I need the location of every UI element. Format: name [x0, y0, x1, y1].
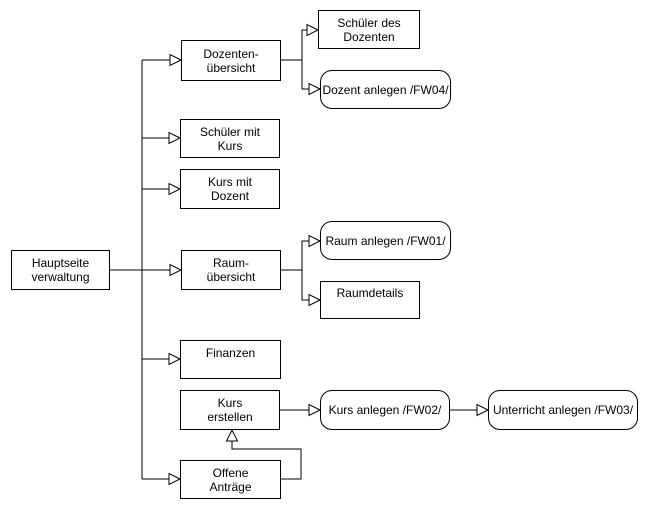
- arrowhead-icon: [169, 53, 183, 67]
- node-dozent-anlegen: Dozent anlegen /FW04/: [320, 70, 451, 109]
- edge-hauptseite-to-offene-antraege: [142, 472, 182, 486]
- node-raum-uebersicht: Raum- übersicht: [181, 250, 281, 290]
- node-finanzen: Finanzen: [180, 340, 281, 379]
- edge-hauptseite-to-dozenten-uebersicht: [142, 53, 183, 67]
- edge-raum-to-raum-anlegen: [281, 234, 322, 271]
- edge-raum-to-raumdetails: [281, 269, 322, 307]
- node-raum-anlegen: Raum anlegen /FW01/: [320, 221, 451, 260]
- edge-kurs-erstellen-to-kurs-anlegen: [280, 403, 322, 417]
- arrowhead-icon: [168, 472, 182, 486]
- node-schueler-des-dozenten: Schüler des Dozenten: [318, 10, 420, 49]
- node-hauptseite-verwaltung: Hauptseite verwaltung: [11, 250, 110, 290]
- edge-offene-antraege-to-kurs-erstellen: [225, 428, 302, 480]
- edge-hauptseite-to-kurs-mit-dozent: [142, 182, 182, 196]
- node-kurs-anlegen: Kurs anlegen /FW02/: [320, 390, 450, 430]
- arrowhead-icon: [308, 293, 322, 307]
- arrowhead-icon: [168, 352, 182, 366]
- arrowhead-icon: [169, 263, 183, 277]
- node-offene-antraege: Offene Anträge: [180, 460, 281, 499]
- arrowhead-icon: [308, 82, 322, 96]
- node-kurs-mit-dozent: Kurs mit Dozent: [180, 169, 280, 209]
- edge-dozenten-to-dozent-anlegen: [281, 59, 322, 96]
- arrowhead-up-icon: [225, 428, 239, 442]
- arrowhead-icon: [308, 403, 322, 417]
- node-raumdetails: Raumdetails: [320, 281, 420, 319]
- node-schueler-mit-kurs: Schüler mit Kurs: [180, 119, 280, 158]
- edge-kurs-anlegen-to-unterricht-anlegen: [450, 403, 490, 417]
- arrowhead-icon: [476, 403, 490, 417]
- arrowhead-icon: [168, 182, 182, 196]
- edge-hauptseite-to-raum-uebersicht: [110, 263, 183, 277]
- node-dozenten-uebersicht: Dozenten- übersicht: [181, 40, 281, 81]
- node-unterricht-anlegen: Unterricht anlegen /FW03/: [488, 390, 638, 430]
- arrowhead-icon: [306, 23, 320, 37]
- node-kurs-erstellen: Kurs erstellen: [180, 390, 280, 430]
- arrowhead-icon: [308, 234, 322, 248]
- edge-hauptseite-to-finanzen: [142, 352, 182, 366]
- edge-hauptseite-to-schueler-mit-kurs: [142, 131, 182, 145]
- arrowhead-icon: [168, 131, 182, 145]
- edge-dozenten-to-schueler-des-dozenten: [281, 23, 320, 61]
